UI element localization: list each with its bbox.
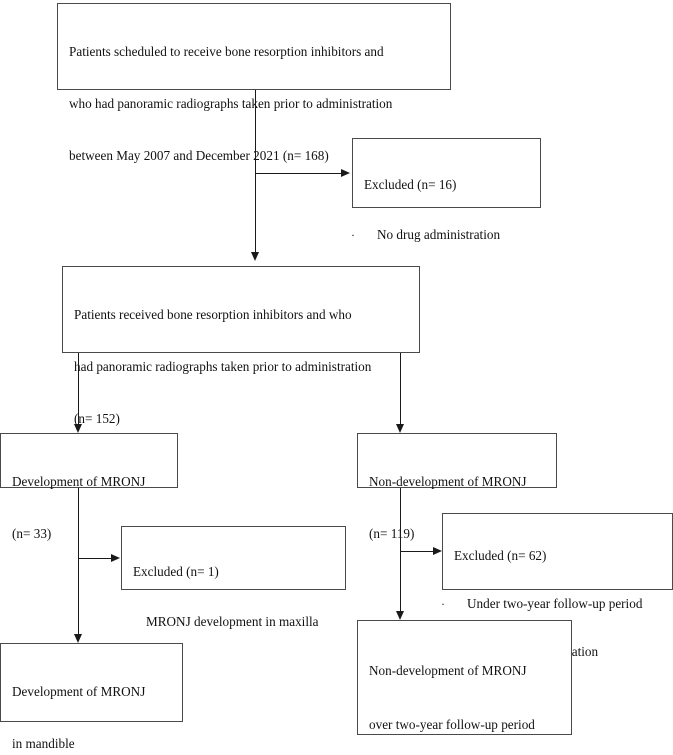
box-mronj-mandible-line-2: in mandible bbox=[12, 736, 75, 751]
box-mronj-nondevelopment-line-2: (n= 119) bbox=[369, 526, 415, 541]
box-excluded-1-line-2: · No drug administration bbox=[351, 222, 529, 248]
connector-received-to-mronj-dev bbox=[78, 353, 79, 426]
bullet-icon: · bbox=[351, 228, 355, 242]
box-enrolled: Patients scheduled to receive bone resor… bbox=[57, 3, 451, 163]
box-excluded-3-line-2: · Under two-year follow-up period bbox=[441, 592, 661, 616]
box-mronj-development-line-2: (n= 33) bbox=[12, 526, 52, 541]
box-excluded-1-line-1: Excluded (n= 16) bbox=[364, 177, 457, 192]
box-mronj-nondev-twoyear: Non-development of MRONJ over two-year f… bbox=[357, 620, 572, 735]
connector-to-excluded-3 bbox=[400, 551, 434, 552]
box-excluded-2-line-2: MRONJ development in maxilla bbox=[146, 614, 319, 629]
box-mronj-nondevelopment: Non-development of MRONJ (n= 119) bbox=[357, 433, 557, 541]
box-received-line-3: (n= 152) bbox=[74, 411, 120, 426]
box-mronj-nondev-twoyear-line-1: Non-development of MRONJ bbox=[369, 663, 527, 678]
box-mronj-nondev-twoyear-line-2: over two-year follow-up period bbox=[369, 717, 535, 732]
box-enrolled-line-1: Patients scheduled to receive bone resor… bbox=[69, 44, 384, 59]
arrow-to-excluded-1 bbox=[341, 168, 350, 177]
box-mronj-development-line-1: Development of MRONJ bbox=[12, 474, 146, 489]
box-received: Patients received bone resorption inhibi… bbox=[62, 266, 420, 426]
arrow-mronj-dev-to-mandible bbox=[73, 634, 82, 643]
bullet-icon: · bbox=[441, 597, 445, 611]
box-excluded-2: Excluded (n= 1) MRONJ development in max… bbox=[121, 526, 346, 629]
box-excluded-3: Excluded (n= 62) · Under two-year follow-… bbox=[441, 513, 673, 659]
box-excluded-3-line-1: Excluded (n= 62) bbox=[454, 548, 547, 563]
arrow-to-excluded-3 bbox=[433, 546, 442, 555]
arrow-enrolled-to-received bbox=[250, 252, 259, 261]
box-mronj-nondevelopment-line-1: Non-development of MRONJ bbox=[369, 474, 527, 489]
arrow-mronj-nondev-to-outcome bbox=[395, 611, 404, 620]
connector-received-to-mronj-nondev bbox=[400, 353, 401, 426]
arrow-received-to-mronj-nondev bbox=[395, 424, 404, 433]
arrow-to-excluded-2 bbox=[111, 553, 120, 562]
connector-enrolled-to-received bbox=[255, 90, 256, 254]
box-received-line-1: Patients received bone resorption inhibi… bbox=[74, 307, 352, 322]
box-mronj-development: Development of MRONJ (n= 33) bbox=[0, 433, 178, 541]
box-excluded-2-line-1: Excluded (n= 1) bbox=[133, 564, 219, 579]
arrow-received-to-mronj-dev bbox=[73, 424, 82, 433]
connector-mronj-dev-to-mandible bbox=[78, 488, 79, 636]
connector-to-excluded-2 bbox=[78, 558, 112, 559]
box-excluded-1-line-2-text: No drug administration bbox=[377, 227, 501, 242]
box-mronj-mandible-line-1: Development of MRONJ bbox=[12, 684, 146, 699]
box-mronj-mandible: Development of MRONJ in mandible (n= 32) bbox=[0, 643, 183, 751]
box-excluded-3-line-2-text: Under two-year follow-up period bbox=[467, 596, 643, 611]
connector-to-excluded-1 bbox=[255, 173, 342, 174]
box-received-line-2: had panoramic radiographs taken prior to… bbox=[74, 359, 372, 374]
box-enrolled-line-2: who had panoramic radiographs taken prio… bbox=[69, 96, 393, 111]
box-excluded-1: Excluded (n= 16) · No drug administration bbox=[351, 138, 541, 242]
connector-mronj-nondev-to-outcome bbox=[400, 488, 401, 613]
box-enrolled-line-3: between May 2007 and December 2021 (n= 1… bbox=[69, 148, 329, 163]
